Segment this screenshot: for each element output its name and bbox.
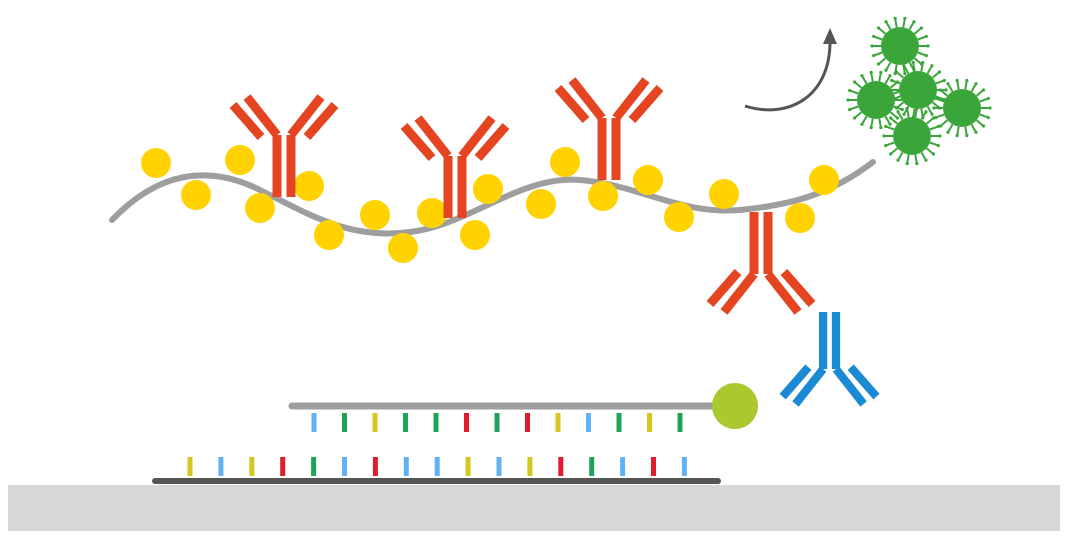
antigen-dots [141,145,839,263]
virus-icon [846,70,906,130]
dna-label-bead [712,383,758,429]
virus-cluster [846,16,992,166]
antigen-dot [388,233,418,263]
antigen-dot [809,165,839,195]
antigen-dot [360,200,390,230]
antigen-dot [473,174,503,204]
antigen-dot [785,203,815,233]
secondary-antibody-icon [783,312,877,404]
virus-icon [932,78,992,138]
virus-icon [882,106,942,166]
antigen-dot [245,193,275,223]
antigen-dot [417,198,447,228]
virus-icon [870,16,930,76]
antigen-dot [588,181,618,211]
antigen-dot [460,220,490,250]
antigen-dot [526,189,556,219]
top-dna-bases [311,413,683,432]
antigen-dot [294,171,324,201]
curved-arrow-icon [744,28,837,112]
antigen-dot [664,202,694,232]
antigen-dot [314,220,344,250]
antigen-dot [550,147,580,177]
bottom-dna-bases [187,457,687,476]
antigen-dot [633,165,663,195]
antigen-dot [709,179,739,209]
antigen-dot [141,148,171,178]
antigen-dot [225,145,255,175]
surface [8,485,1060,531]
antigen-dot [181,180,211,210]
